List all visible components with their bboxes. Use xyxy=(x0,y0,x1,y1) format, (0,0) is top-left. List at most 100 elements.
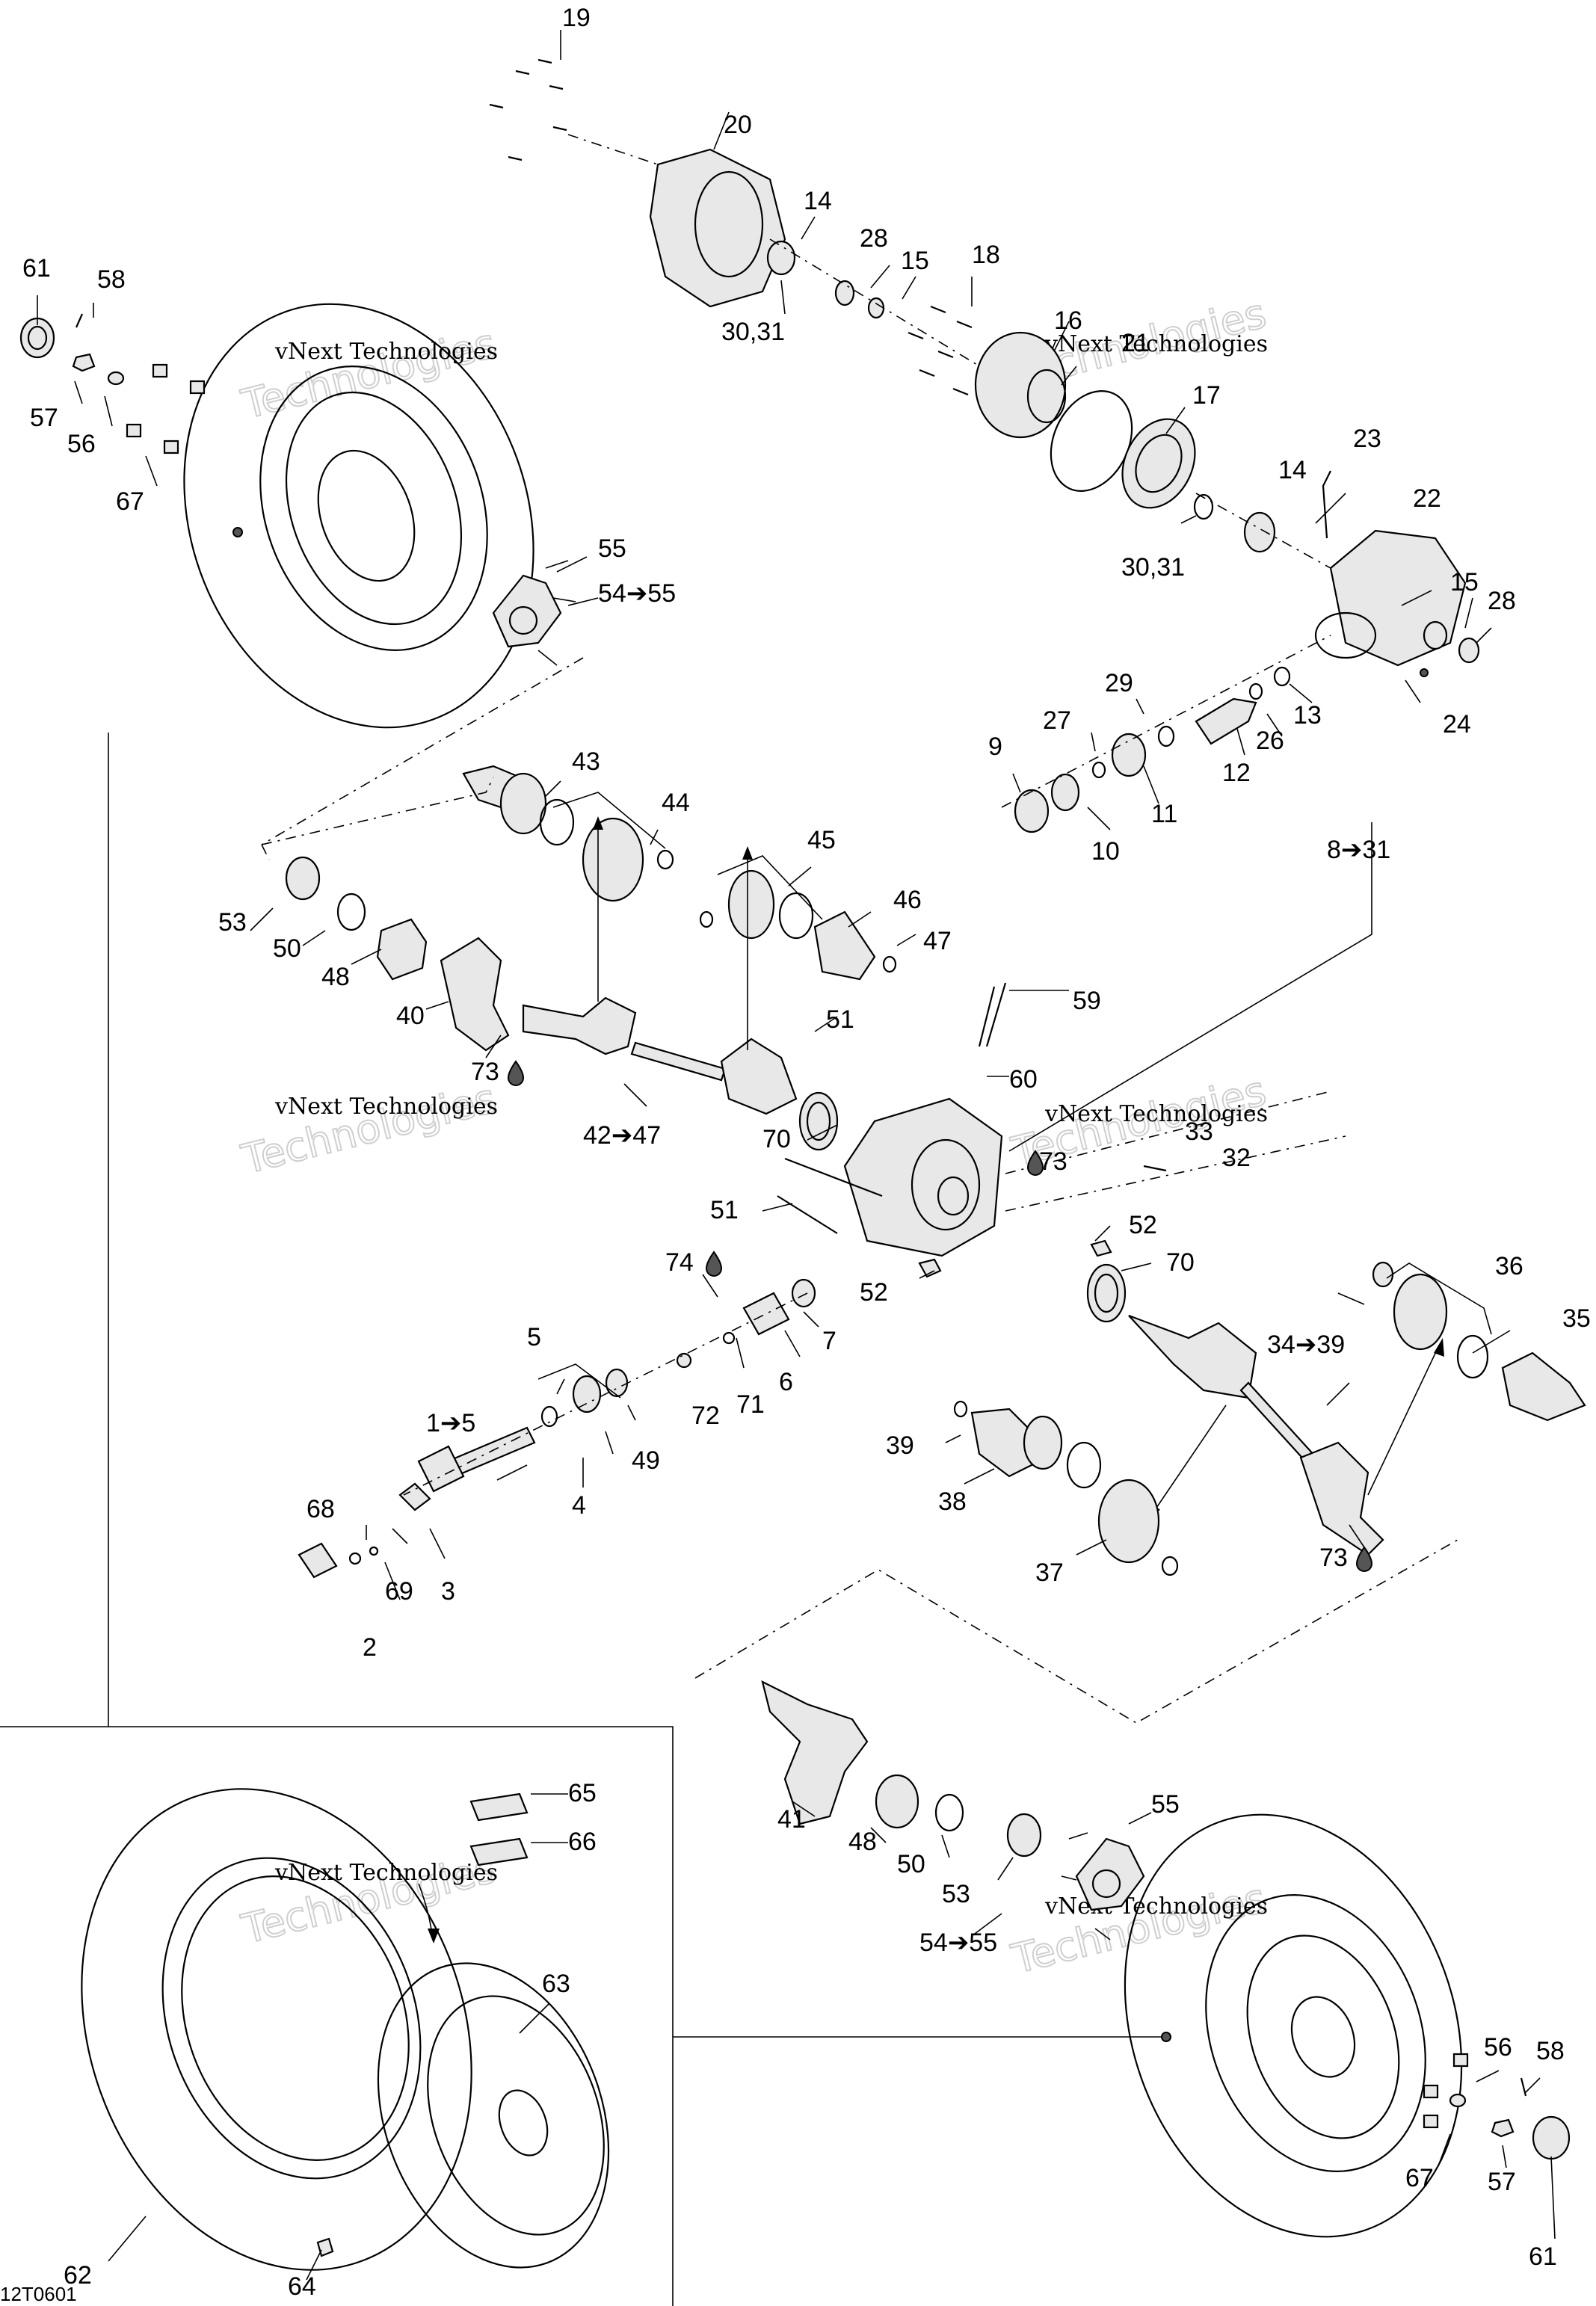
differential-housing xyxy=(777,822,1372,1323)
joint-kit-45-47 xyxy=(699,855,897,981)
joint-kit-35-36 xyxy=(1372,1261,1586,1422)
label-49: 49 xyxy=(632,1446,660,1475)
label-70: 70 xyxy=(762,1125,791,1153)
knuckle-41 xyxy=(761,1680,1042,1858)
label-19: 19 xyxy=(562,4,591,32)
inset-frame xyxy=(0,733,1162,2306)
label-62: 62 xyxy=(64,2261,92,2290)
dash-frame-right xyxy=(694,1539,1458,1724)
label-53: 53 xyxy=(942,1880,970,1908)
differential-16 xyxy=(974,321,1070,439)
watermark-text: vNext Technologies xyxy=(274,339,498,365)
label-50: 50 xyxy=(273,934,301,963)
spring-59 xyxy=(978,982,1069,1047)
label-69: 69 xyxy=(385,1577,413,1606)
label-15: 15 xyxy=(1450,568,1479,596)
label-73: 73 xyxy=(1039,1147,1067,1176)
label-7: 7 xyxy=(822,1327,836,1355)
label-55: 55 xyxy=(598,534,626,563)
label-1-5: 1➔5 xyxy=(426,1409,475,1437)
label-50: 50 xyxy=(897,1850,925,1878)
label-47: 47 xyxy=(923,927,952,955)
label-18: 18 xyxy=(972,241,1000,269)
watermark-outline: Technologies xyxy=(237,1075,501,1183)
wheel-hub-bottom xyxy=(1061,1832,1145,1940)
label-72: 72 xyxy=(691,1402,720,1430)
input-shaft-group xyxy=(298,1278,816,1579)
label-68: 68 xyxy=(306,1495,335,1523)
watermark-text: vNext Technologies xyxy=(274,1094,498,1120)
label-14: 14 xyxy=(804,187,832,215)
label-48: 48 xyxy=(848,1828,877,1856)
label-51: 51 xyxy=(826,1005,854,1034)
watermark-text: vNext Technologies xyxy=(1044,1893,1268,1920)
label-54-55: 54➔55 xyxy=(598,579,676,608)
bearing-set-right-top xyxy=(1193,493,1331,569)
label-41: 41 xyxy=(777,1805,806,1834)
label-61: 61 xyxy=(1529,2242,1557,2271)
label-52: 52 xyxy=(1129,1211,1157,1239)
label-38: 38 xyxy=(938,1488,967,1516)
label-54-55: 54➔55 xyxy=(919,1929,997,1957)
label-40: 40 xyxy=(396,1002,425,1030)
label-30-31: 30,31 xyxy=(721,318,785,346)
front-left-wheel xyxy=(183,303,534,729)
label-30-31: 30,31 xyxy=(1121,553,1185,582)
right-shaft-34-39 xyxy=(1128,1314,1444,1556)
label-56: 56 xyxy=(67,430,96,458)
label-22: 22 xyxy=(1413,484,1441,513)
label-3: 3 xyxy=(441,1577,455,1606)
oil-drop-icon xyxy=(705,1251,723,1277)
watermark-text: vNext Technologies xyxy=(1044,1101,1268,1127)
inset-labels-65-66 xyxy=(418,1792,529,1943)
label-21: 21 xyxy=(1121,329,1150,357)
wheel-nut-set-top xyxy=(19,313,206,454)
label-13: 13 xyxy=(1293,701,1322,730)
label-42-47: 42➔47 xyxy=(583,1121,661,1150)
label-35: 35 xyxy=(1562,1304,1591,1333)
label-20: 20 xyxy=(724,111,752,139)
label-33: 33 xyxy=(1185,1117,1213,1146)
wheel-nut-set-bottom xyxy=(1423,2053,1571,2160)
label-65: 65 xyxy=(568,1779,597,1807)
bolt-set-19 xyxy=(489,30,659,165)
label-73: 73 xyxy=(471,1058,499,1086)
label-10: 10 xyxy=(1091,837,1120,866)
rear-right-wheel xyxy=(1124,1813,1463,2238)
joint-kit-43-44 xyxy=(462,765,674,902)
label-58: 58 xyxy=(1536,2037,1565,2065)
label-11: 11 xyxy=(1151,800,1177,828)
label-16: 16 xyxy=(1054,306,1082,335)
label-26: 26 xyxy=(1256,727,1284,755)
label-37: 37 xyxy=(1035,1559,1064,1587)
label-45: 45 xyxy=(807,826,836,854)
label-44: 44 xyxy=(662,789,690,817)
label-74: 74 xyxy=(665,1248,694,1277)
label-34-39: 34➔39 xyxy=(1267,1331,1345,1359)
label-53: 53 xyxy=(218,908,247,937)
oil-drop-icon xyxy=(1355,1546,1373,1572)
watermark-text: vNext Technologies xyxy=(274,1860,498,1886)
label-8-31: 8➔31 xyxy=(1327,836,1390,864)
label-70: 70 xyxy=(1166,1248,1195,1277)
wheel-hub-top xyxy=(492,560,576,666)
label-39: 39 xyxy=(886,1431,914,1460)
label-4: 4 xyxy=(572,1491,586,1520)
label-5: 5 xyxy=(527,1323,541,1351)
label-51: 51 xyxy=(710,1196,739,1224)
leader-lines xyxy=(37,216,1556,2281)
label-55: 55 xyxy=(1151,1790,1180,1819)
label-15: 15 xyxy=(901,247,929,275)
label-36: 36 xyxy=(1495,1252,1523,1280)
dash-frame-left xyxy=(261,657,584,860)
label-48: 48 xyxy=(321,963,350,991)
joint-kit-37-39 xyxy=(953,1400,1179,1576)
drive-shaft-42-47 xyxy=(522,816,798,1115)
label-73: 73 xyxy=(1319,1544,1348,1572)
pinion-assembly xyxy=(1001,635,1331,833)
label-66: 66 xyxy=(568,1828,597,1856)
label-52: 52 xyxy=(860,1278,888,1307)
label-59: 59 xyxy=(1073,987,1101,1015)
label-14: 14 xyxy=(1278,456,1307,484)
